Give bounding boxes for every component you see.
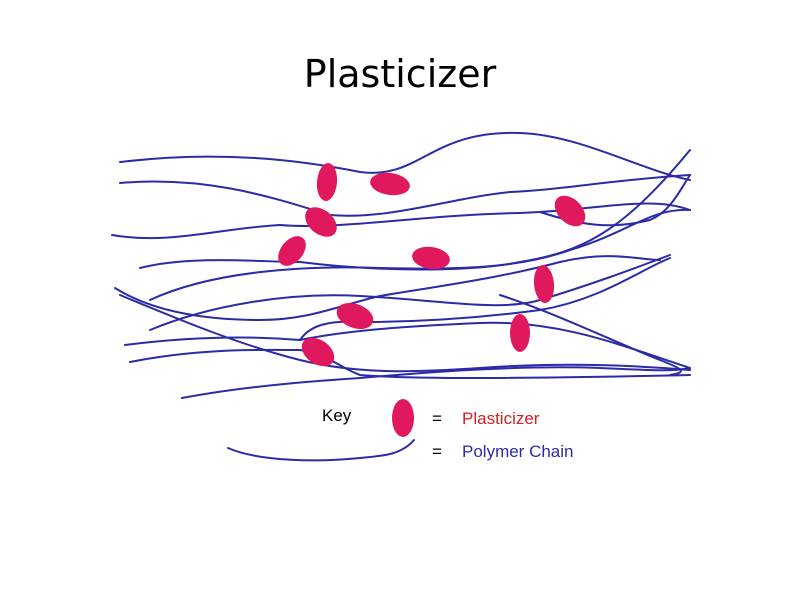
plasticizer-molecule: [301, 337, 335, 367]
polymer-chain: [181, 366, 691, 399]
polymer-chains: [111, 131, 691, 399]
polymer-chain: [149, 254, 671, 331]
plasticizer-molecule: [533, 265, 555, 303]
slide-title: Plasticizer: [303, 52, 497, 96]
legend-polymer-equals: =: [432, 442, 442, 461]
plasticizer-molecule: [336, 302, 374, 330]
plasticizer-molecule: [554, 195, 586, 227]
legend-plasticizer-equals: =: [432, 409, 442, 428]
plasticizer-molecule: [370, 172, 410, 196]
legend-plasticizer-swatch: [392, 399, 414, 437]
polymer-chain: [499, 294, 682, 376]
polymer-chain: [119, 131, 691, 181]
polymer-chain: [299, 257, 671, 341]
polymer-chain: [119, 294, 691, 373]
polymer-chain: [129, 348, 691, 380]
plasticizer-molecule: [510, 314, 530, 352]
polymer-chain: [111, 202, 691, 240]
legend-polymer-label: Polymer Chain: [462, 442, 574, 461]
plasticizer-molecule: [305, 207, 337, 237]
legend: Key = Plasticizer = Polymer Chain: [227, 399, 574, 462]
polymer-chain: [124, 321, 691, 369]
legend-key-label: Key: [322, 406, 352, 425]
polymer-chain: [114, 255, 661, 322]
legend-polymer-swatch: [227, 439, 415, 462]
plasticizer-molecule: [278, 236, 306, 266]
legend-plasticizer-label: Plasticizer: [462, 409, 540, 428]
plasticizer-molecule: [412, 246, 450, 270]
plasticizers: [278, 163, 586, 367]
polymer-chain: [119, 174, 691, 217]
plasticizer-molecule: [316, 163, 338, 201]
polymer-chain: [149, 208, 691, 301]
